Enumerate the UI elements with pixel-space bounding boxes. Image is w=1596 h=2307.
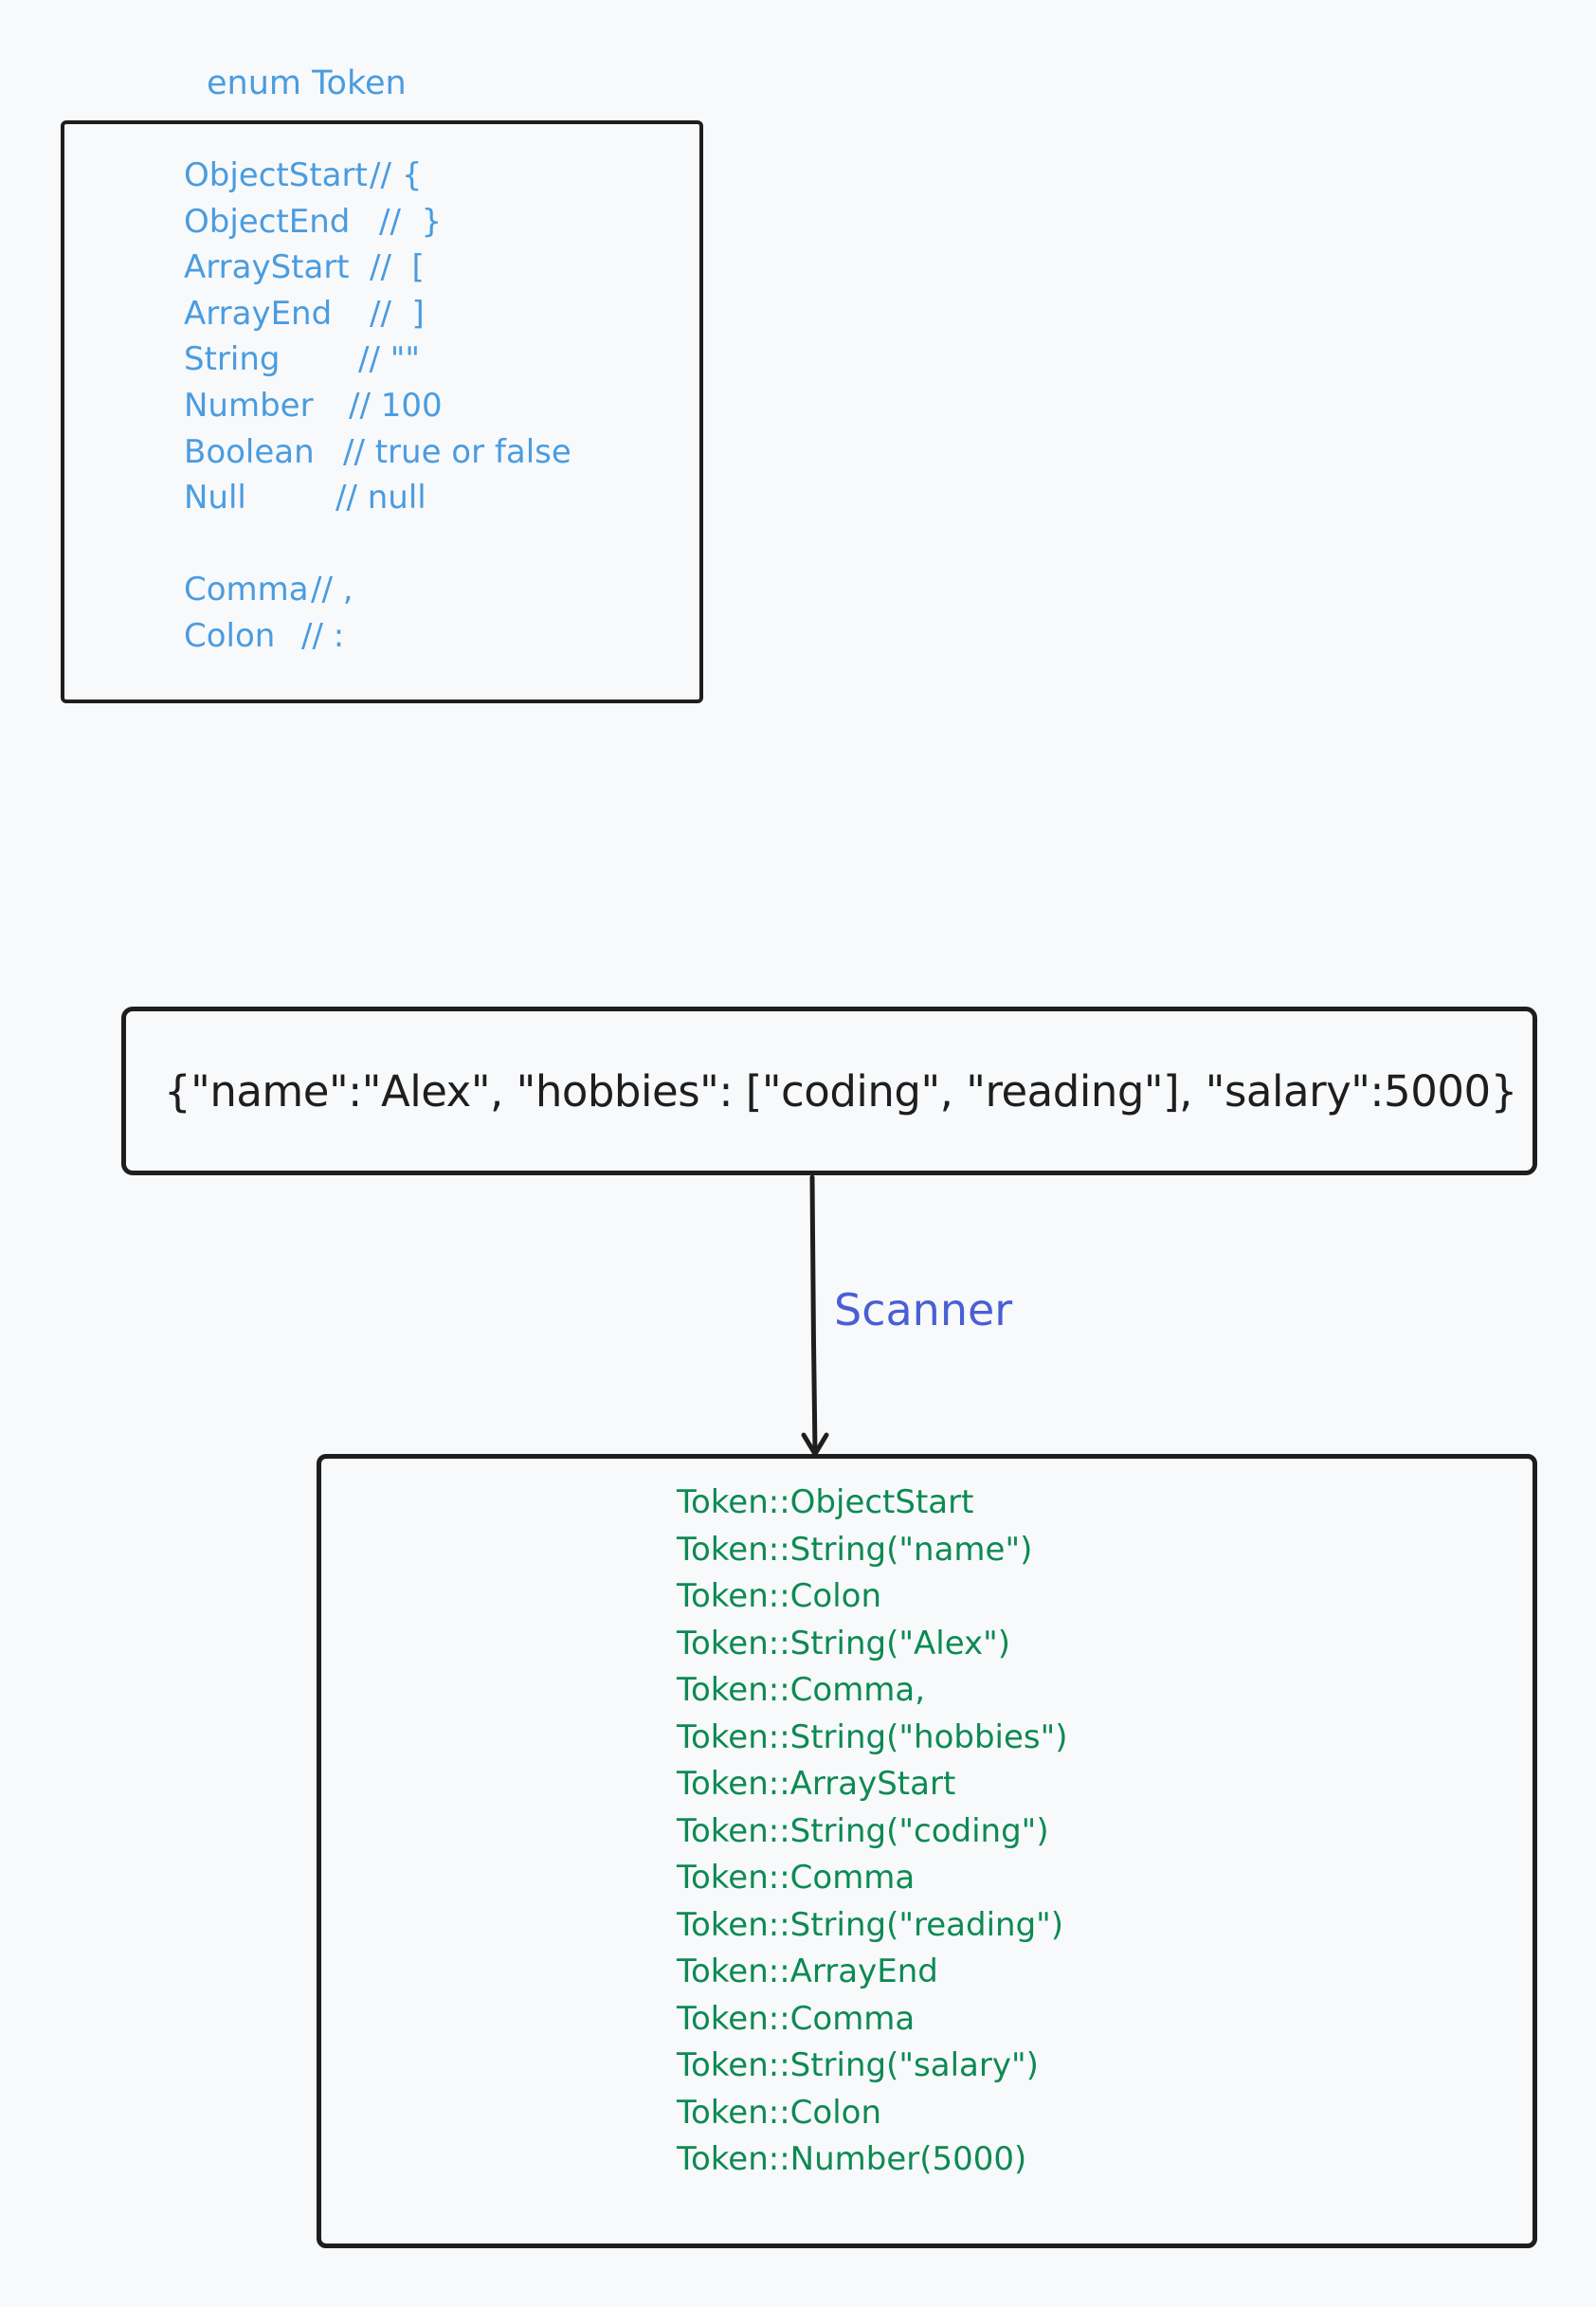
enum-item-name: Null <box>184 479 246 518</box>
token-item: Token::String("coding") <box>677 1811 1049 1850</box>
token-item: Token::String("Alex") <box>677 1624 1011 1662</box>
enum-item-name: String <box>184 340 281 379</box>
token-item: Token::ObjectStart <box>677 1483 974 1521</box>
enum-item-name: ObjectStart <box>184 156 368 194</box>
enum-box: ObjectStart // { ObjectEnd // } ArraySta… <box>61 120 703 703</box>
token-item: Token::Number(5000) <box>677 2140 1027 2178</box>
enum-item-name: ArrayEnd <box>184 294 333 333</box>
enum-item-comment: // { <box>370 156 423 194</box>
enum-item-name: ObjectEnd <box>184 202 351 241</box>
enum-item-comment: // true or false <box>343 432 571 471</box>
token-item: Token::String("hobbies") <box>677 1717 1068 1756</box>
enum-item-name: Number <box>184 386 314 425</box>
arrow-shaft <box>809 1174 818 1455</box>
token-item: Token::ArrayEnd <box>677 1953 938 1990</box>
token-item: Token::Colon <box>677 1577 881 1615</box>
token-list: Token::ObjectStart Token::String("name")… <box>677 1480 1068 2184</box>
enum-item-name: Colon <box>184 616 276 655</box>
token-output-box: Token::ObjectStart Token::String("name")… <box>317 1454 1537 2248</box>
token-item: Token::Colon <box>677 2093 881 2132</box>
enum-item-comment: // "" <box>358 340 420 379</box>
json-input-box: {"name":"Alex", "hobbies": ["coding", "r… <box>121 1007 1537 1175</box>
enum-item-comment: // : <box>301 616 345 655</box>
token-item: Token::Comma <box>677 1999 916 2038</box>
enum-title: enum Token <box>207 64 407 102</box>
token-item: Token::Comma <box>677 1859 916 1897</box>
enum-item-comment: // , <box>311 571 354 609</box>
token-item: Token::Comma, <box>677 1671 926 1709</box>
enum-item-comment: // ] <box>370 294 425 333</box>
enum-item-comment: // 100 <box>349 386 443 425</box>
token-item: Token::String("salary") <box>677 2046 1039 2084</box>
token-item: Token::ArrayStart <box>677 1765 956 1803</box>
enum-item-name: ArrayStart <box>184 248 350 287</box>
token-item: Token::String("reading") <box>677 1905 1064 1944</box>
enum-item-name: Comma <box>184 571 309 609</box>
enum-item-comment: // null <box>336 479 426 518</box>
scanner-label: Scanner <box>834 1284 1013 1335</box>
token-item: Token::String("name") <box>677 1530 1033 1569</box>
json-input-text: {"name":"Alex", "hobbies": ["coding", "r… <box>164 1065 1517 1117</box>
enum-item-name: Boolean <box>184 432 315 471</box>
enum-item-comment: // [ <box>370 248 425 287</box>
enum-item-comment: // } <box>379 202 443 241</box>
